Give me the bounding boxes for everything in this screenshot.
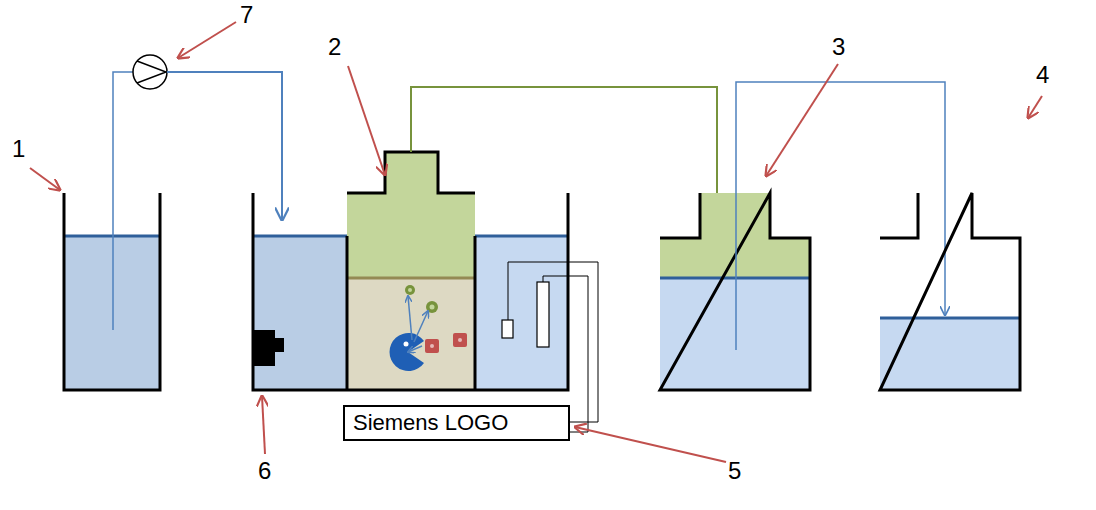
controller-label: Siemens LOGO — [353, 410, 508, 436]
callout-number: 2 — [328, 34, 341, 60]
callout-number: 6 — [258, 458, 271, 484]
callout-number: 4 — [1036, 62, 1049, 88]
callout-number: 7 — [240, 2, 253, 28]
callout-number: 3 — [832, 34, 845, 60]
controller-box: Siemens LOGO — [343, 405, 570, 441]
callout-number: 5 — [728, 458, 741, 484]
callout-number: 1 — [12, 136, 25, 162]
